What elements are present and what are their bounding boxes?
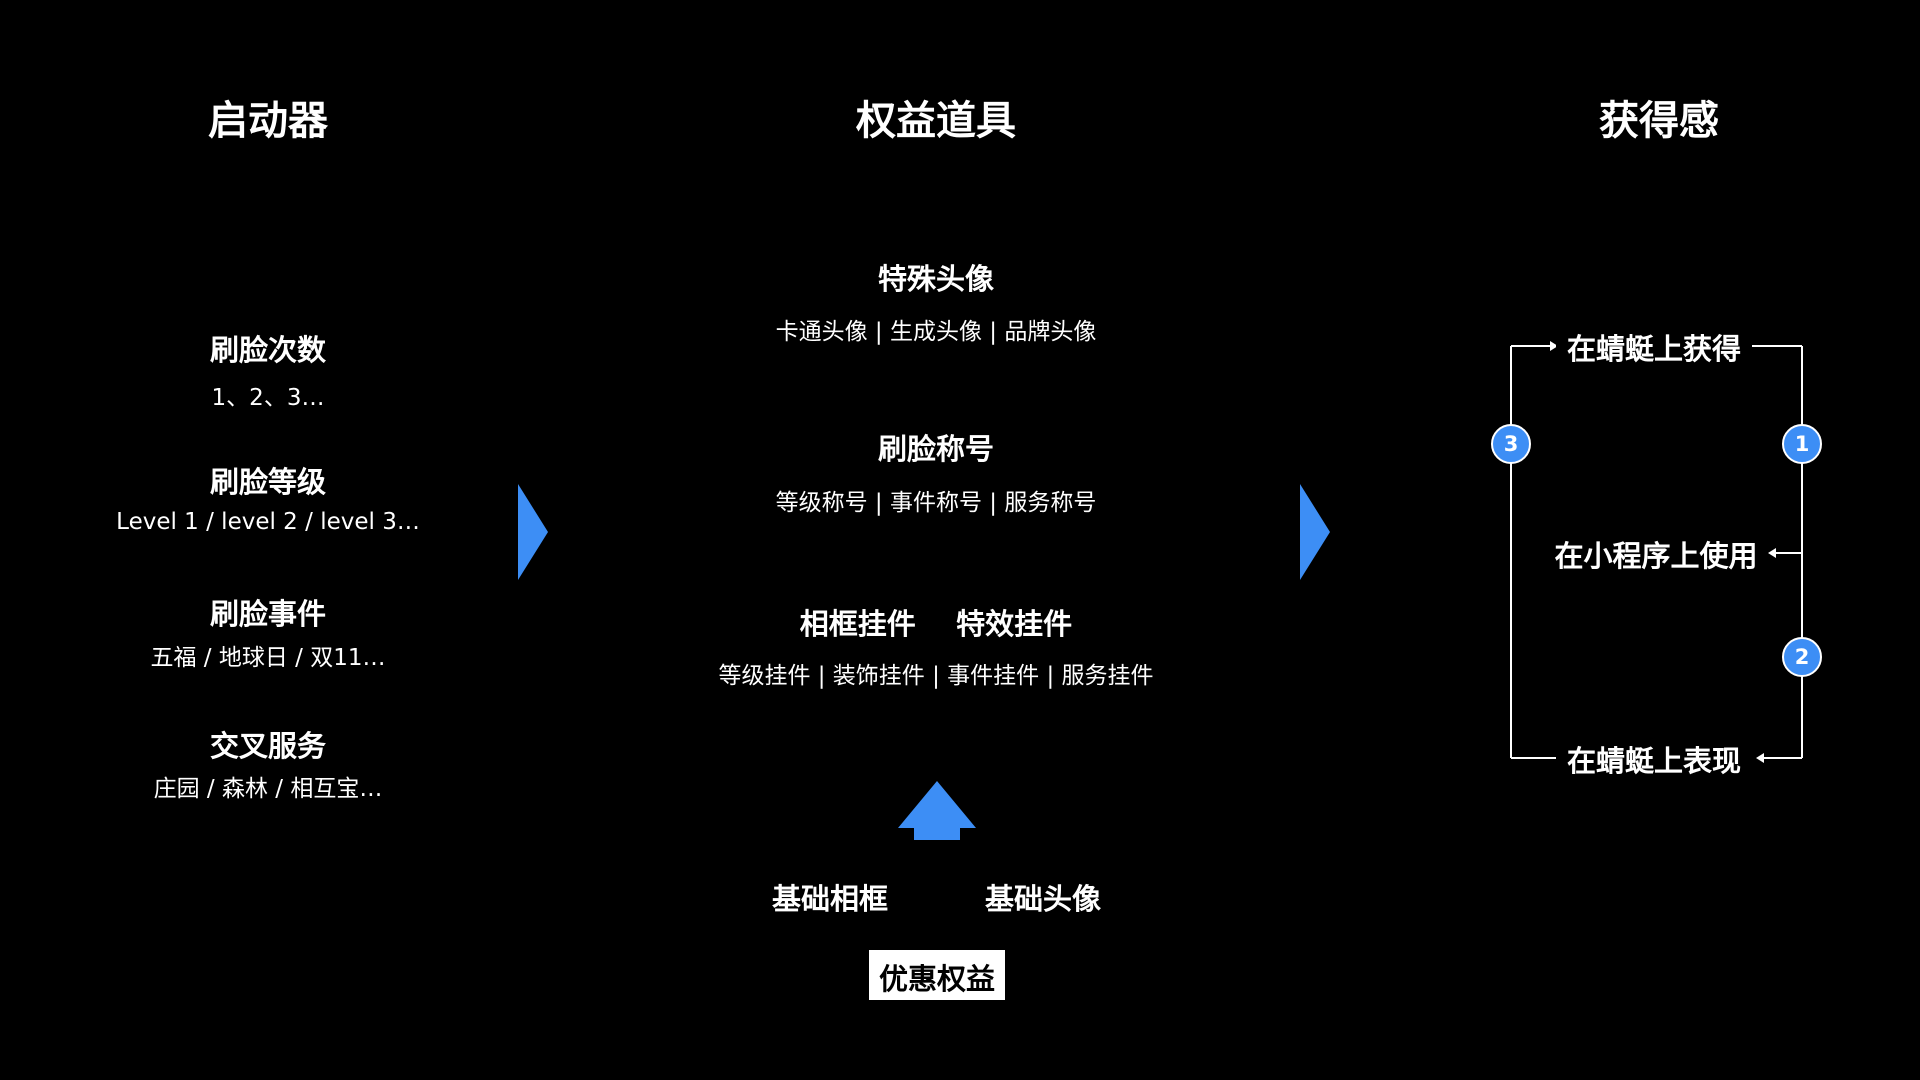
coupon-box: 优惠权益: [869, 950, 1005, 1000]
launcher-title: 启动器: [208, 98, 328, 144]
props-item-sub: 等级挂件 | 装饰挂件 | 事件挂件 | 服务挂件: [718, 663, 1154, 689]
launcher-item-sub: 1、2、3…: [211, 385, 325, 411]
props-item-title: 特殊头像: [877, 262, 994, 296]
launcher-item-sub: 五福 / 地球日 / 双11…: [150, 645, 386, 671]
launcher-item-title: 刷脸次数: [209, 333, 326, 367]
right-arrow-icon: [518, 484, 548, 580]
up-arrow-icon: [898, 781, 976, 840]
base-avatar-label: 基础头像: [984, 882, 1101, 916]
launcher-item-title: 刷脸等级: [209, 465, 326, 499]
loop-top-label: 在蜻蜓上获得: [1556, 326, 1752, 368]
loop-middle-label: 在小程序上使用: [1545, 533, 1767, 575]
launcher-item-sub: 庄园 / 森林 / 相互宝…: [153, 776, 383, 802]
step-badge-2: 2: [1782, 637, 1822, 677]
props-item-sub: 卡通头像 | 生成头像 | 品牌头像: [775, 319, 1097, 345]
step-badge-1: 1: [1782, 424, 1822, 464]
right-arrow-icon: [1300, 484, 1330, 580]
arrowhead-left-icon: [1768, 548, 1776, 558]
arrowhead-right-icon: [1550, 341, 1558, 351]
launcher-item-sub: Level 1 / level 2 / level 3…: [116, 509, 420, 535]
props-item-title: 相框挂件 特效挂件: [799, 607, 1073, 641]
props-item-title: 刷脸称号: [877, 432, 994, 466]
step-badge-3: 3: [1491, 424, 1531, 464]
arrowhead-left-icon: [1756, 753, 1764, 763]
loop-bottom-label: 在蜻蜓上表现: [1556, 738, 1752, 780]
launcher-item-title: 刷脸事件: [209, 597, 326, 631]
props-item-sub: 等级称号 | 事件称号 | 服务称号: [775, 490, 1097, 516]
base-frame-label: 基础相框: [771, 882, 888, 916]
gain-title: 获得感: [1599, 98, 1719, 144]
launcher-item-title: 交叉服务: [209, 729, 326, 763]
props-title: 权益道具: [856, 98, 1016, 144]
